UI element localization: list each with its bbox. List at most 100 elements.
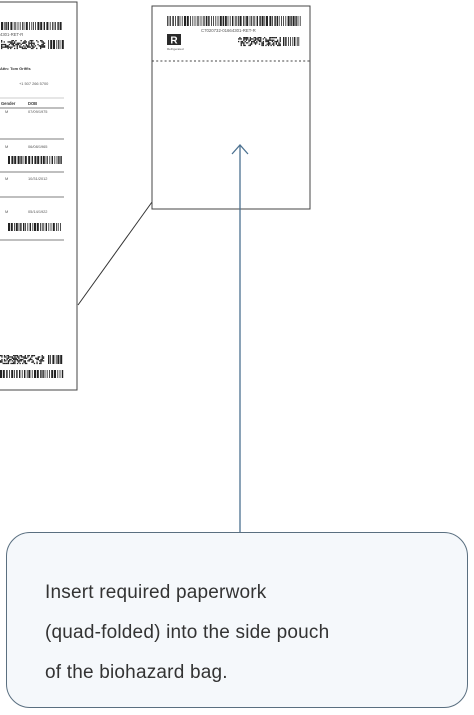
matrix-cell [36,361,38,363]
barcode-bar [234,16,236,26]
matrix-cell [273,44,275,47]
manifest-col-gender: Gender [1,101,16,106]
barcode-bar [51,370,54,378]
barcode-bar [283,16,284,26]
matrix-cell [41,46,43,48]
barcode-bar [170,16,171,26]
matrix-cell [252,38,254,40]
barcode-bar [15,22,17,30]
matrix-cell [11,357,13,359]
barcode-bar [24,370,26,378]
matrix-cell [28,41,30,43]
barcode-bar [59,22,62,30]
matrix-cell [6,358,8,361]
matrix-cell [4,46,7,48]
matrix-cell [37,358,39,361]
matrix-cell [10,358,12,361]
matrix-cell [254,38,257,40]
matrix-cell [260,38,262,40]
matrix-cell [24,361,26,363]
barcode-bar [167,16,168,26]
matrix-cell [10,42,12,44]
matrix-cell [11,41,13,43]
matrix-cell [16,356,19,358]
barcode-bar [20,156,22,164]
barcode-bar [296,37,298,46]
matrix-cell [36,357,38,359]
matrix-cell [33,42,35,44]
matrix-cell [25,41,27,43]
matrix-cell [16,45,18,47]
matrix-cell [37,357,39,359]
barcode-bar [40,223,41,231]
matrix-cell [25,43,27,46]
barcode-bar [204,16,206,26]
matrix-cell [39,362,41,365]
matrix-cell [16,358,19,361]
barcode-bar [32,223,34,231]
matrix-cell [253,37,255,39]
barcode-bar [179,16,181,26]
barcode-bar [206,16,208,26]
matrix-cell [6,45,8,47]
matrix-cell [265,39,267,41]
matrix-cell [13,357,15,359]
matrix-cell [42,41,44,43]
matrix-cell [261,44,263,47]
matrix-cell [21,46,24,48]
matrix-cell [251,42,253,44]
barcode-bar [269,16,272,26]
barcode-bar [59,40,61,49]
matrix-cell [240,42,242,44]
matrix-cell [264,37,266,39]
matrix-cell [24,356,26,358]
barcode-bar [59,370,61,378]
barcode-bar [36,223,39,231]
matrix-cell [253,40,255,43]
matrix-cell [8,46,11,48]
barcode-bar [55,355,57,364]
manifest-row-gender: M [5,209,8,214]
barcode-bar [252,16,254,26]
matrix-cell [28,358,30,361]
matrix-cell [251,43,253,45]
barcode-bar [28,370,31,378]
matrix-cell [278,43,280,45]
barcode-bar [256,16,258,26]
barcode-bar [43,223,45,231]
matrix-cell [9,358,11,361]
barcode-bar [259,16,261,26]
matrix-cell [25,47,27,50]
matrix-cell [16,355,19,357]
matrix-cell [239,37,241,39]
matrix-cell [24,360,26,362]
matrix-cell [266,39,268,41]
matrix-cell [28,46,30,48]
barcode-bar [7,22,9,30]
matrix-cell [37,43,39,46]
matrix-cell [30,43,33,46]
matrix-cell [42,45,44,47]
barcode-bar [44,370,46,378]
barcode-bar [224,16,227,26]
matrix-cell [249,39,251,41]
matrix-cell [0,360,2,362]
barcode-bar [288,37,289,46]
barcode-bar [33,22,34,30]
matrix-cell [32,47,34,50]
barcode-bar [61,370,64,378]
barcode-bar [5,22,7,30]
matrix-cell [238,38,240,40]
barcode-bar [196,16,198,26]
barcode-bar [10,223,13,231]
matrix-cell [18,356,20,358]
barcode-bar [41,223,43,231]
matrix-cell [30,42,33,44]
barcode-bar [49,370,50,378]
matrix-cell [42,46,44,48]
matrix-cell [42,360,45,362]
barcode-bar [227,16,229,26]
matrix-cell [29,46,31,48]
matrix-cell [40,361,42,363]
barcode-bar [60,156,62,164]
